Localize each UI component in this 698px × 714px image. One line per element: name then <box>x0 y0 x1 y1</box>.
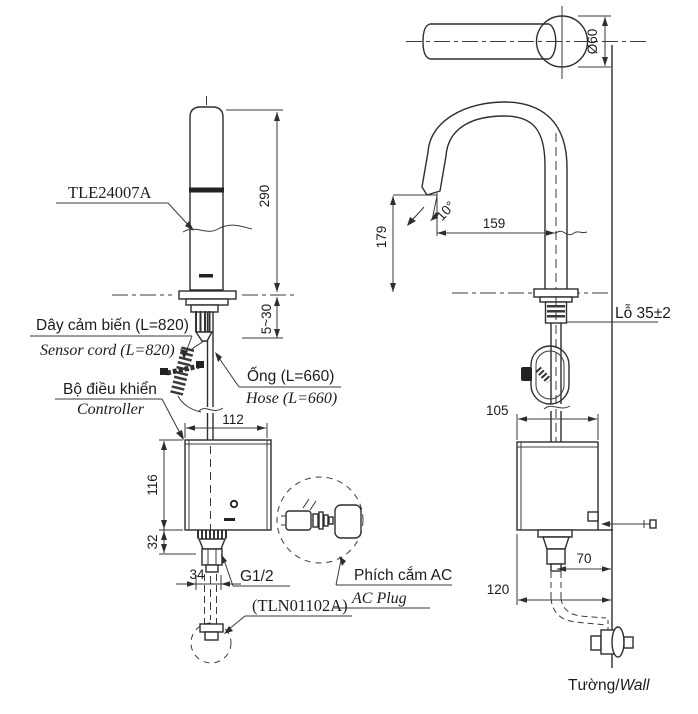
gooseneck-spout <box>421 101 568 291</box>
dim-controller-depth: 105 <box>486 403 509 418</box>
controller-label-en: Controller <box>77 401 145 418</box>
stop-valve-handle <box>590 635 602 651</box>
screw-head <box>649 519 657 529</box>
dim-tip-height: 179 <box>374 226 389 249</box>
fitting-tail <box>205 564 219 573</box>
controller-box-side <box>516 441 599 531</box>
wall-bracket-clip <box>587 511 599 522</box>
angle-line <box>432 195 438 219</box>
ac-adapter-block <box>334 504 362 539</box>
flange-base-front <box>185 298 229 306</box>
dim-spout-reach: 159 <box>483 216 506 231</box>
wall-label-en: Wall <box>620 677 650 694</box>
dim-deck-thickness: 5~30 <box>259 304 274 334</box>
leader <box>227 615 246 631</box>
body-break-wave <box>182 224 253 233</box>
supply-elbow-dashed <box>550 597 607 626</box>
controller-slot <box>224 518 235 521</box>
ac-connector-bar <box>328 516 334 525</box>
leader <box>185 335 193 353</box>
ac-plug-label-vi: Phích cắm AC <box>354 567 452 584</box>
dim-base-diameter: Ø60 <box>585 29 600 55</box>
dim-fitting-height: 32 <box>145 534 160 549</box>
sensor-window-band <box>189 187 224 193</box>
spout-detail-circle <box>190 622 232 664</box>
spout-part-label: (TLN01102A) <box>252 596 348 615</box>
leader <box>223 559 234 587</box>
led-indicator <box>229 499 239 509</box>
supply-elbow-dashed <box>560 597 607 619</box>
spout-tube-cap <box>422 23 431 60</box>
faucet-body-front <box>189 106 224 291</box>
hose-label-en: Hose (L=660) <box>245 390 337 407</box>
model-code-label: TLE24007A <box>68 183 151 202</box>
ac-plug-label-en: AC Plug <box>351 590 407 607</box>
side-view: Ø60 10° 179 159 Lỗ 35±2 <box>374 6 671 694</box>
hex-nut <box>201 548 223 566</box>
fitting-tail-side <box>550 563 562 572</box>
spout-fitting <box>199 623 224 633</box>
sensor-cord-tail <box>177 395 202 413</box>
dim-break-wave <box>555 230 588 236</box>
ac-connector-bar <box>318 511 324 530</box>
ac-cord-tick <box>302 498 310 509</box>
ac-connector-bar <box>323 514 329 527</box>
dim-nut-width: 34 <box>189 567 205 582</box>
stop-valve-flange <box>611 626 625 658</box>
connector-taper <box>194 331 214 342</box>
hose-break-wave-side <box>543 405 571 410</box>
leader <box>218 357 240 388</box>
indicator-mark <box>199 274 213 278</box>
deck-flange-side <box>533 288 579 298</box>
coiled-cord-outer <box>530 345 570 405</box>
leader <box>335 559 342 586</box>
thread-label: G1/2 <box>240 568 274 585</box>
dim-pipe-to-wall: 70 <box>576 551 591 566</box>
dim-body-height: 290 <box>257 185 272 208</box>
ac-plug-body <box>285 510 312 531</box>
ac-connector-bar <box>312 513 319 528</box>
spout-fitting <box>204 631 219 641</box>
fitting-step <box>197 538 227 550</box>
fitting-flange-side <box>537 529 573 538</box>
stop-valve-cap <box>623 636 634 649</box>
dim-controller-height: 116 <box>145 474 160 496</box>
sensor-cord-label-vi: Dây cảm biến (L=820) <box>36 317 189 334</box>
shank-connector <box>190 304 219 313</box>
fitting-step-side <box>542 536 570 550</box>
cord-plug <box>166 363 200 376</box>
wall-label: Tường/Wall <box>568 677 650 694</box>
cord-connector-side <box>521 367 532 381</box>
controller-label-vi: Bộ điều khiển <box>63 381 157 398</box>
dim-controller-width: 112 <box>222 412 244 427</box>
deck-flange-front <box>178 290 237 300</box>
cord-hatch-side <box>535 366 552 384</box>
ac-plug-detail-circle <box>276 476 364 564</box>
coiled-cord-inner <box>535 350 565 400</box>
controller-box-front <box>184 439 272 531</box>
cord-plug-end <box>196 361 204 368</box>
hex-nut-side <box>546 548 566 565</box>
sensor-cord <box>190 340 205 351</box>
ac-cord-tick <box>309 500 317 511</box>
sensor-cord-band <box>169 346 195 398</box>
hole-label: Lỗ 35±2 <box>615 305 671 322</box>
front-view: 290 5~30 112 116 32 34 TLE24007A <box>30 96 452 664</box>
sensor-cord-label-en: Sensor cord (L=820) <box>40 342 175 359</box>
leader <box>161 398 183 438</box>
cord-plug-end <box>160 368 168 375</box>
dim-box-to-wall: 120 <box>487 582 510 597</box>
hose-break-wave <box>198 407 224 412</box>
wall-label-vi: Tường/ <box>568 677 620 694</box>
hose-label-vi: Ống (L=660) <box>247 367 334 385</box>
